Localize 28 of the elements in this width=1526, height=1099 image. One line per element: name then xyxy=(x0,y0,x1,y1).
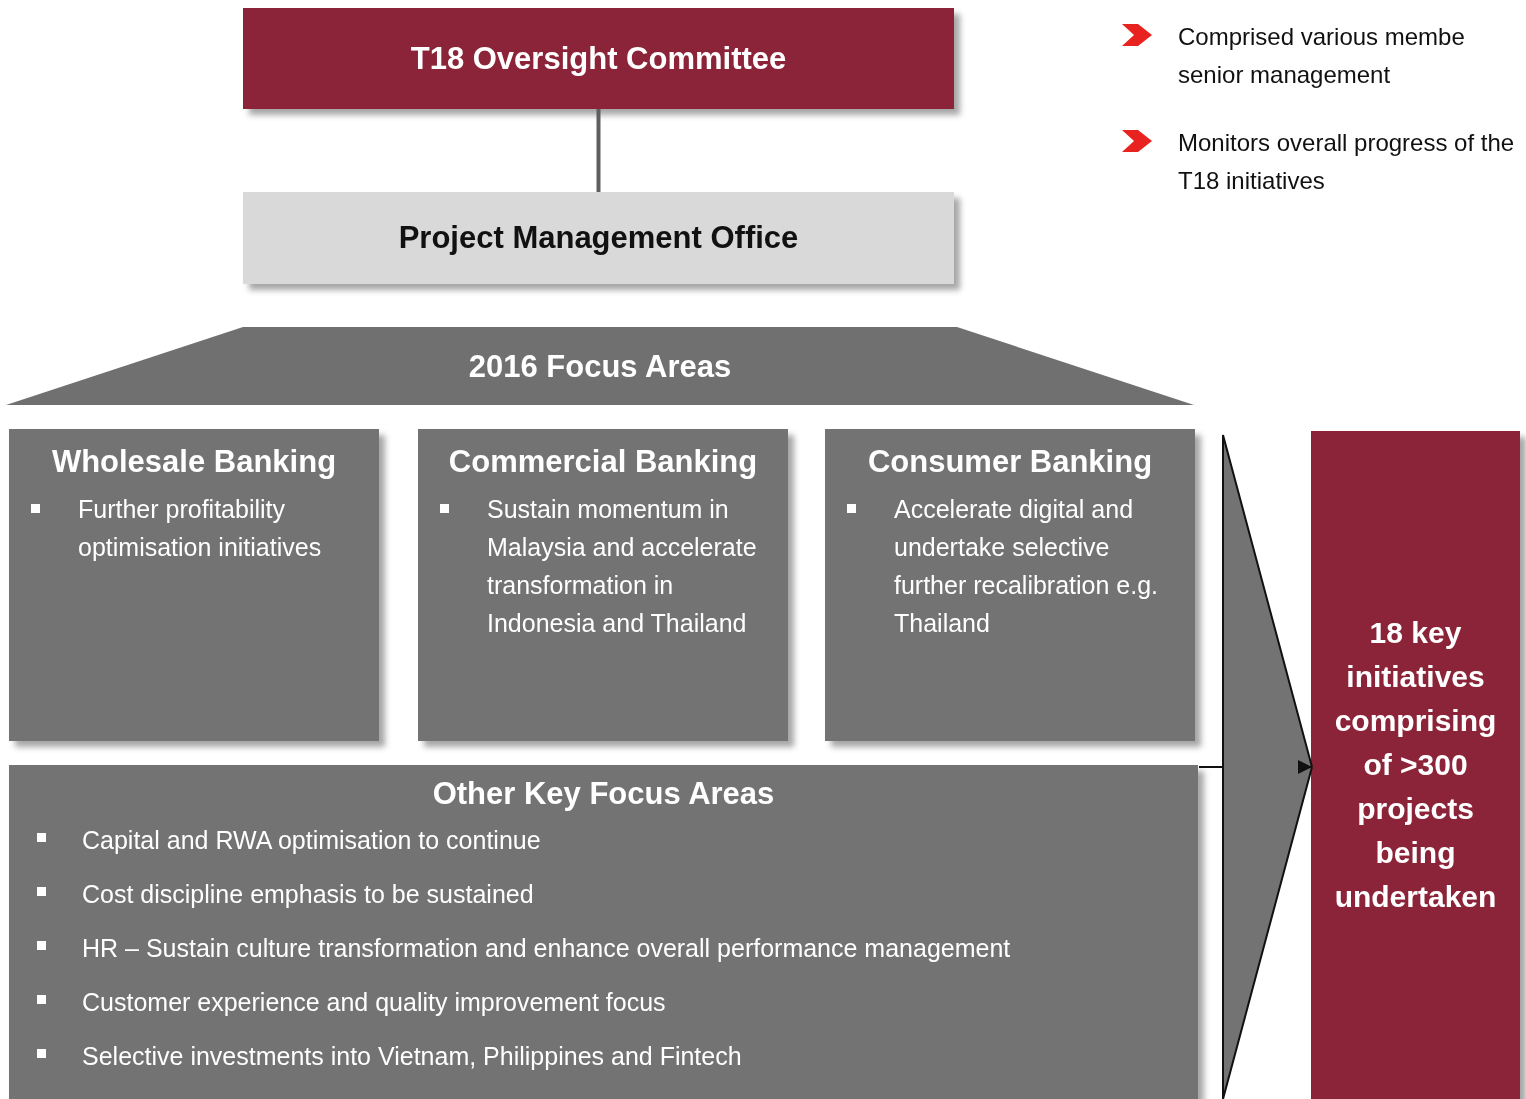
chevron-arrow xyxy=(1198,434,1313,1099)
box-label: T18 Oversight Committee xyxy=(410,39,787,78)
connector-line xyxy=(596,109,601,192)
note-text: Monitors overall progress of the T18 initiatives xyxy=(1178,128,1516,196)
focus-card xyxy=(9,429,379,741)
bullet-text: Sustain momentum in Malaysia and accelerate transformation in Indonesia and Thailand xyxy=(487,494,758,640)
box-label: Project Management Office xyxy=(398,219,799,257)
bullet-text: HR – Sustain culture transformation and enhance overall performance management xyxy=(82,933,1011,965)
bullet-text: Capital and RWA optimisation to continue xyxy=(82,825,541,857)
card-heading: Consumer Banking xyxy=(866,443,1154,481)
bullet-text: Accelerate digital and undertake selective further recalibration e.g. Thailand xyxy=(894,494,1160,640)
card-heading: Other Key Focus Areas xyxy=(431,775,776,813)
focus-panel xyxy=(9,765,1198,1099)
bullet-text: Selective investments into Vietnam, Philippines and Fintech xyxy=(82,1041,742,1073)
focus-card xyxy=(825,429,1195,741)
bullet-text: Customer experience and quality improvement focus xyxy=(82,987,666,1019)
focus-card xyxy=(418,429,788,741)
bullet-text: Cost discipline emphasis to be sustained xyxy=(82,879,534,911)
note-text: Comprised various membe senior management xyxy=(1178,22,1466,90)
box-label: 18 key initiatives comprising of >300 projects being undertaken xyxy=(1333,615,1498,915)
box-label: 2016 Focus Areas xyxy=(468,348,732,386)
card-heading: Wholesale Banking xyxy=(50,443,338,481)
bullet-text: Further profitability optimisation initiatives xyxy=(78,494,323,564)
title-box xyxy=(243,8,954,109)
summary-box xyxy=(1311,431,1520,1099)
card-heading: Commercial Banking xyxy=(447,443,759,481)
title-box xyxy=(243,192,954,284)
trapezoid-banner xyxy=(6,327,1194,407)
